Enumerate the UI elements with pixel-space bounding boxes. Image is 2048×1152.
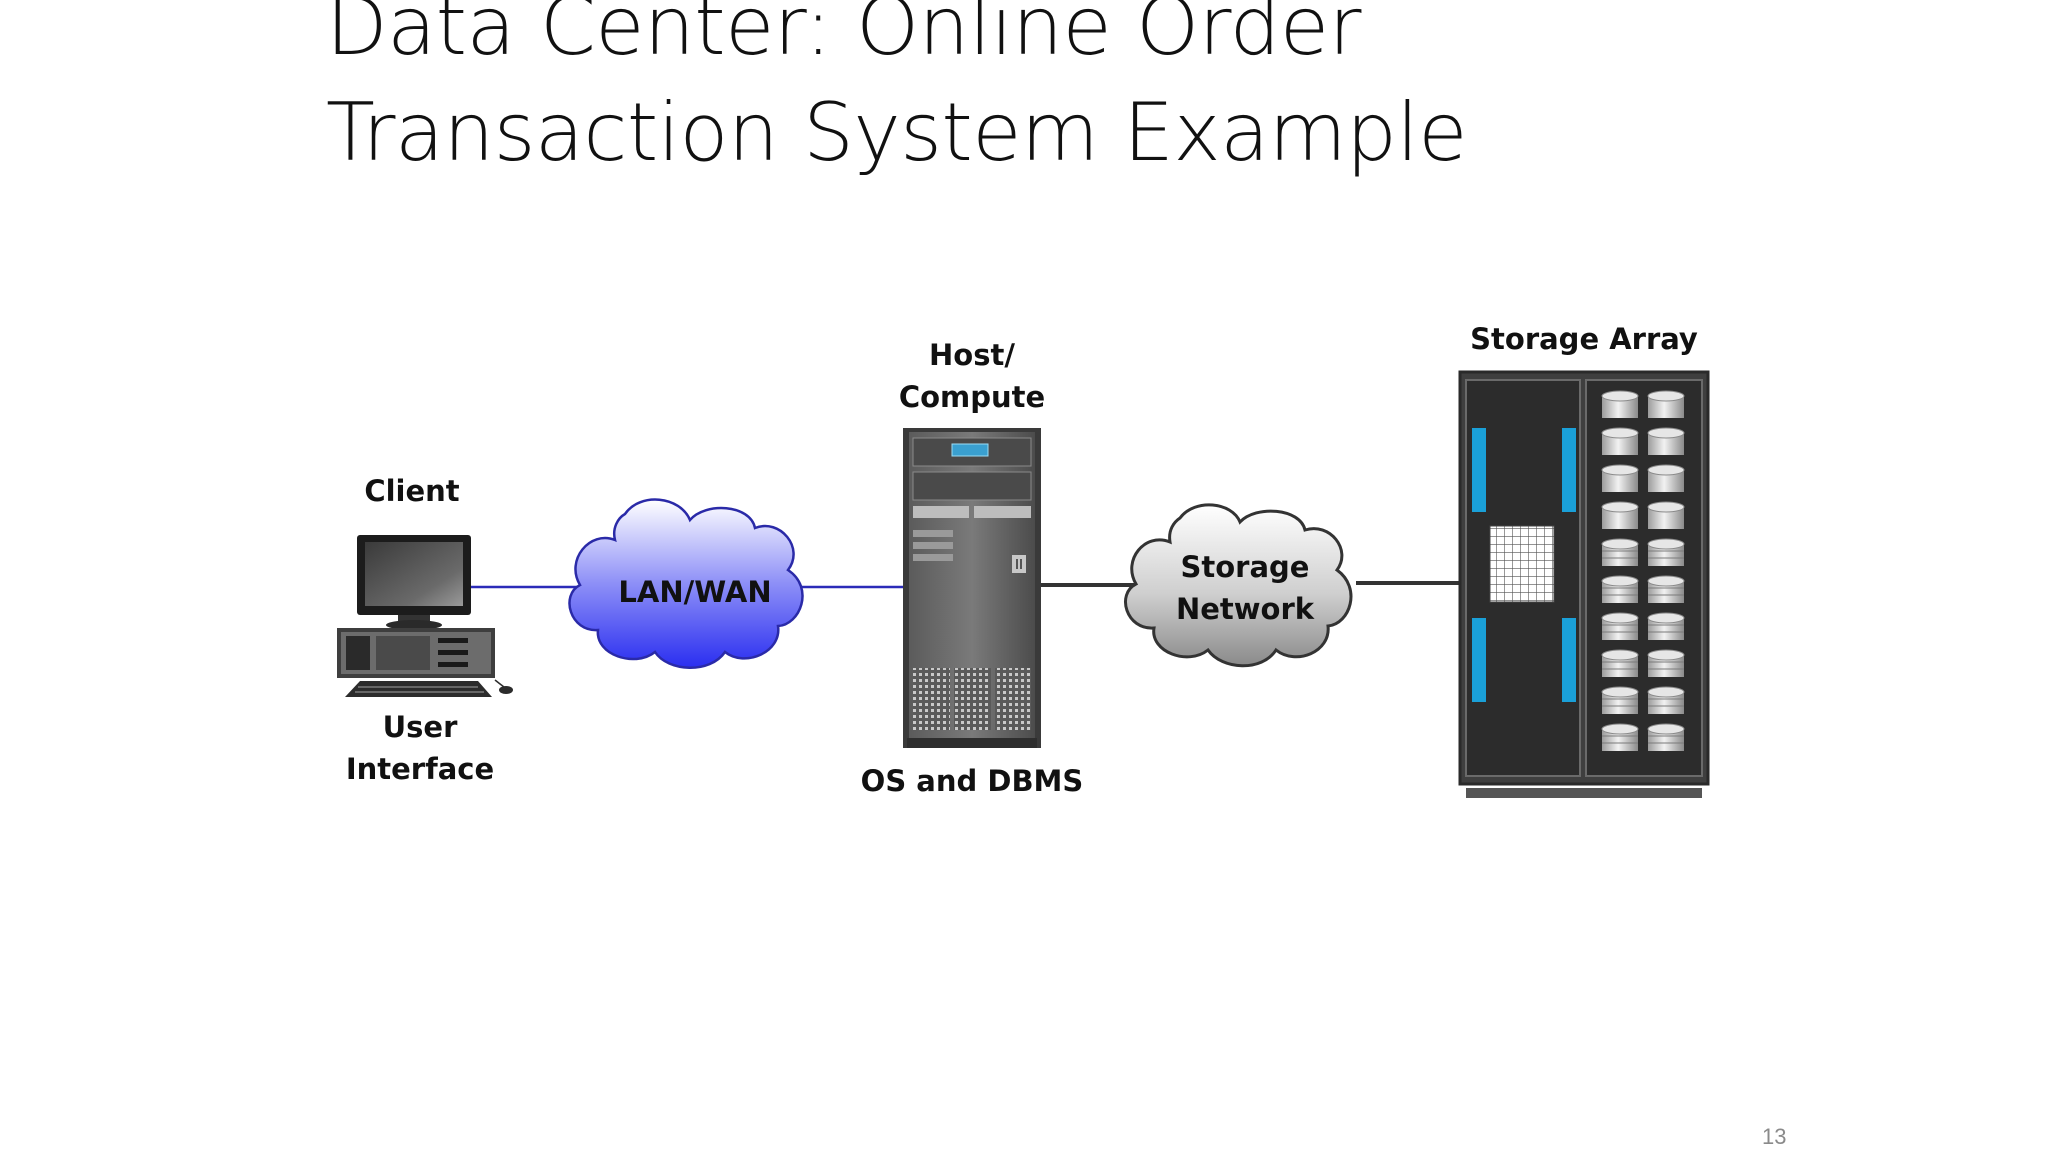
disk-drive-icon — [1648, 544, 1684, 566]
storage-network-label-line-2: Network — [1175, 592, 1315, 626]
disk-drive-icon — [1602, 396, 1638, 418]
client-computer-icon — [337, 535, 513, 697]
os-dbms-label: OS and DBMS — [860, 764, 1084, 798]
disk-stack — [1601, 390, 1685, 751]
lan-wan-cloud-icon — [568, 498, 804, 669]
disk-drive-top — [1647, 427, 1685, 439]
disk-drive-icon — [1602, 470, 1638, 492]
user-interface-label-line-1: User — [382, 710, 458, 744]
user-interface-label-line-2: Interface — [345, 752, 495, 786]
storage-network-label-line-1: Storage — [1180, 550, 1310, 584]
disk-drive-icon — [1648, 618, 1684, 640]
slide-title-line-1: Data Center: Online Order — [326, 0, 1361, 73]
host-server-icon — [903, 428, 1041, 748]
lan-wan-label: LAN/WAN — [618, 575, 772, 609]
client-label: Client — [364, 474, 460, 508]
disk-drive-top — [1601, 575, 1639, 587]
slide-title-line-2: Transaction System Example — [326, 86, 1467, 179]
page-number: 13 — [1762, 1124, 1787, 1149]
user-interface-label: User Interface — [340, 706, 500, 790]
disk-drive-top — [1601, 723, 1639, 735]
disk-drive-top — [1647, 723, 1685, 735]
storage-network-label: Storage Network — [1150, 546, 1340, 630]
disk-drive-icon — [1648, 729, 1684, 751]
disk-drive-top — [1601, 612, 1639, 624]
disk-drive-icon — [1602, 433, 1638, 455]
disk-drive-icon — [1602, 544, 1638, 566]
disk-drive-top — [1601, 649, 1639, 661]
disk-drive-icon — [1602, 618, 1638, 640]
host-compute-label-line-1: Host/ — [929, 338, 1015, 372]
disk-drive-top — [1601, 390, 1639, 402]
disk-drive-icon — [1648, 507, 1684, 529]
storage-network-cloud-icon — [1124, 503, 1353, 668]
storage-array-label: Storage Array — [1470, 322, 1698, 356]
disk-drive-top — [1647, 649, 1685, 661]
disk-drive-top — [1647, 390, 1685, 402]
disk-drive-top — [1647, 538, 1685, 550]
disk-drive-top — [1601, 686, 1639, 698]
slide-title: Data Center: Online Order Transaction Sy… — [326, 0, 1467, 186]
disk-drive-icon — [1602, 655, 1638, 677]
disk-drive-top — [1647, 575, 1685, 587]
disk-drive-top — [1601, 538, 1639, 550]
disk-drive-top — [1647, 501, 1685, 513]
disk-drive-icon — [1648, 581, 1684, 603]
disk-drive-icon — [1648, 692, 1684, 714]
disk-drive-icon — [1648, 470, 1684, 492]
disk-drive-icon — [1602, 692, 1638, 714]
disk-drive-icon — [1602, 507, 1638, 529]
disk-drive-top — [1601, 464, 1639, 476]
disk-drive-icon — [1648, 433, 1684, 455]
disk-drive-top — [1647, 612, 1685, 624]
storage-array-rack-icon — [1458, 370, 1710, 798]
host-compute-label-line-2: Compute — [898, 380, 1046, 414]
disk-drive-top — [1647, 686, 1685, 698]
disk-drive-top — [1601, 427, 1639, 439]
disk-drive-top — [1601, 501, 1639, 513]
host-compute-label: Host/ Compute — [880, 334, 1064, 418]
disk-drive-icon — [1648, 396, 1684, 418]
disk-drive-icon — [1648, 655, 1684, 677]
disk-drive-top — [1647, 464, 1685, 476]
disk-drive-icon — [1602, 581, 1638, 603]
disk-drive-icon — [1602, 729, 1638, 751]
